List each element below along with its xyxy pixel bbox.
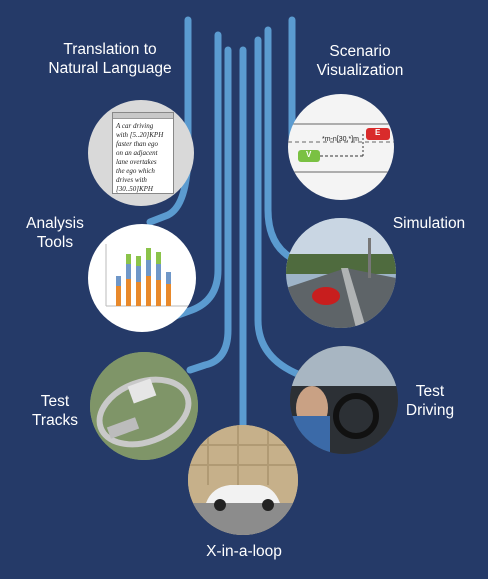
text-line: on an adjacent — [116, 149, 158, 157]
simulation-scene — [286, 218, 396, 328]
text-line: faster than ego — [116, 140, 158, 148]
ego-marker: V — [306, 150, 312, 159]
label-test-tracks: Test Tracks — [32, 393, 78, 429]
label-scenario: Scenario Visualization — [316, 43, 404, 79]
circle-translation: A car driving with [5..20]KPH faster tha… — [88, 100, 194, 206]
label-translation: Translation to Natural Language — [48, 41, 172, 77]
label-simulation: Simulation — [392, 215, 466, 232]
circle-x-in-loop — [188, 425, 298, 535]
suv-icon — [206, 485, 280, 503]
branch-line-analysis — [166, 31, 222, 322]
text-card-body: A car driving with [5..20]KPH faster tha… — [113, 119, 173, 197]
circle-test-driving — [290, 346, 398, 454]
branch-line-test-tracks — [186, 46, 232, 374]
other-car-icon — [366, 128, 390, 140]
text-card: A car driving with [5..20]KPH faster tha… — [112, 112, 174, 194]
test-driving-cockpit — [290, 346, 398, 454]
text-line: lane overtakes — [116, 158, 157, 166]
text-line: drives with — [116, 176, 147, 184]
circle-analysis — [88, 224, 196, 332]
distance-label: *m-n[30,*]m — [322, 136, 359, 143]
test-tracks-aerial — [90, 352, 198, 460]
red-car-icon — [312, 287, 340, 305]
label-test-driving: Test Driving — [405, 383, 455, 419]
text-line: with [5..20]KPH — [116, 131, 164, 139]
text-line: A car driving — [116, 122, 154, 130]
circle-scenario: *m-n[30,*]m V E — [288, 94, 394, 200]
circle-test-tracks — [90, 352, 198, 460]
text-card-titlebar — [113, 113, 173, 119]
analysis-chart-thumbnail — [105, 244, 188, 307]
label-analysis: Analysis Tools — [26, 215, 84, 251]
circle-simulation — [286, 218, 396, 328]
label-x-in-loop: X-in-a-loop — [206, 543, 282, 560]
ego-car-icon — [298, 150, 320, 162]
steering-wheel-icon — [333, 393, 379, 439]
text-line: the ego which — [116, 167, 155, 175]
other-marker: E — [375, 128, 381, 137]
scenario-diagram — [288, 123, 394, 173]
text-line: [30..50]KPH — [116, 185, 153, 193]
x-in-loop-lab — [188, 425, 298, 535]
